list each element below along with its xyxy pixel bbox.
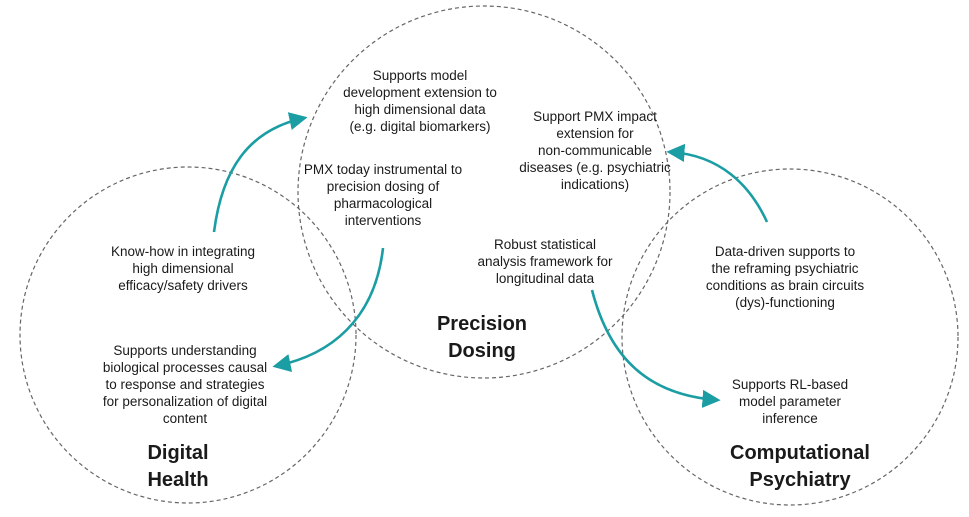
digital-health-circle (19, 166, 357, 504)
note-bio-processes: Supports understanding biological proces… (102, 343, 268, 426)
precision-dosing-title: Precision Dosing (436, 313, 528, 362)
note-pmx-impact: Support PMX impact extension for non-com… (519, 109, 671, 192)
computational-psychiatry-title: Computational Psychiatry (730, 442, 870, 491)
computational-psychiatry-circle (621, 168, 959, 506)
precision-dosing-circle (297, 5, 671, 379)
note-know-how: Know-how in integrating high dimensional… (110, 244, 256, 293)
note-robust-stats: Robust statistical analysis framework fo… (477, 237, 613, 286)
note-model-extension: Supports model development extension to … (343, 68, 497, 134)
note-data-driven: Data-driven supports to the reframing ps… (705, 244, 865, 310)
note-pmx-today: PMX today instrumental to precision dosi… (303, 162, 463, 228)
arrow-know-how-to-model-extension (212, 112, 308, 233)
digital-health-title: Digital Health (147, 442, 209, 491)
arrow-data-driven-to-pmx-impact (666, 143, 769, 223)
arrow-pmx-today-to-bio-processes (272, 247, 385, 373)
arrow-robust-stats-to-rl-based (590, 289, 721, 408)
note-rl-based: Supports RL-based model parameter infere… (731, 377, 849, 426)
